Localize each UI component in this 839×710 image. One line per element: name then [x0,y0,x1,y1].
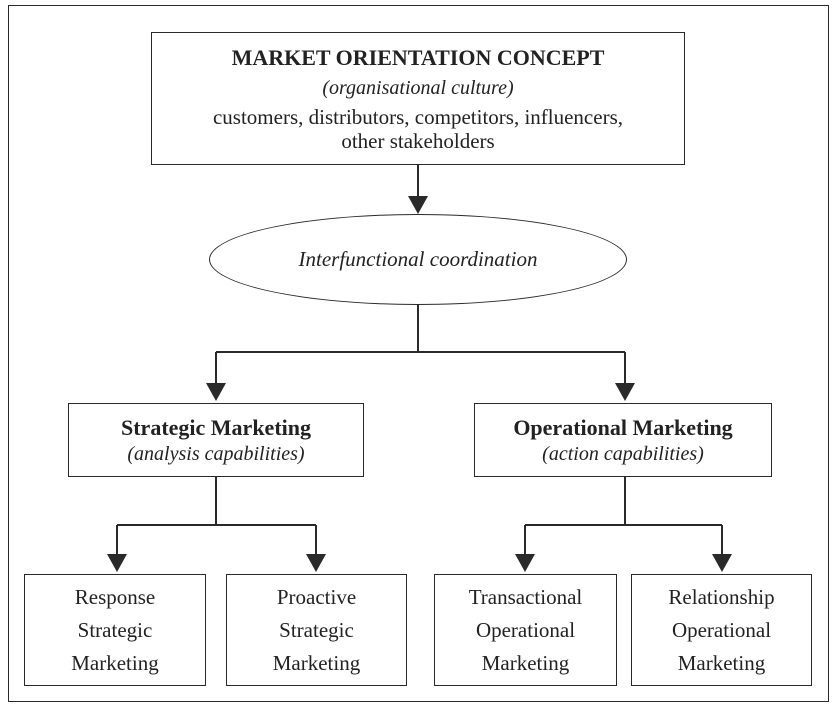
leaf-line: Proactive [276,584,357,609]
arrowhead-operational [615,383,635,401]
leaf-line: Transactional [468,584,583,609]
operational-marketing-box: Operational Marketing (action capabiliti… [474,403,772,477]
strategic-marketing-subtitle: (analysis capabilities) [127,443,305,465]
market-orientation-subtitle: (organisational culture) [322,76,514,99]
leaf-line: Operational [475,617,576,642]
arrowhead-strategic [206,383,226,401]
arrowhead-relationship [712,554,732,572]
strategic-marketing-box: Strategic Marketing (analysis capabiliti… [68,403,364,477]
proactive-strategic-marketing-box: Proactive Strategic Marketing [226,574,407,686]
arrowhead-transactional [515,554,535,572]
market-orientation-line1: customers, distributors, competitors, in… [212,104,623,129]
market-orientation-line2: other stakeholders [341,128,495,153]
interfunctional-coordination-ellipse: Interfunctional coordination [209,214,627,305]
strategic-marketing-title: Strategic Marketing [121,415,311,440]
operational-marketing-title: Operational Marketing [513,415,733,440]
leaf-line: Marketing [677,650,766,675]
transactional-operational-marketing-box: Transactional Operational Marketing [434,574,617,686]
leaf-line: Relationship [668,584,775,609]
market-orientation-title: MARKET ORIENTATION CONCEPT [231,44,605,70]
leaf-line: Strategic [77,617,153,642]
leaf-line: Operational [671,617,772,642]
leaf-line: Marketing [272,650,361,675]
market-orientation-box: MARKET ORIENTATION CONCEPT (organisation… [151,32,685,165]
arrowhead-proactive [306,554,326,572]
leaf-line: Marketing [481,650,570,675]
operational-marketing-subtitle: (action capabilities) [542,443,704,465]
leaf-line: Strategic [279,617,354,642]
response-strategic-marketing-box: Response Strategic Marketing [24,574,206,686]
relationship-operational-marketing-box: Relationship Operational Marketing [631,574,812,686]
leaf-line: Marketing [71,650,159,675]
interfunctional-coordination-label: Interfunctional coordination [298,247,538,271]
leaf-line: Response [74,584,156,609]
arrowhead-response [107,554,127,572]
arrowhead-coordination [408,196,428,214]
